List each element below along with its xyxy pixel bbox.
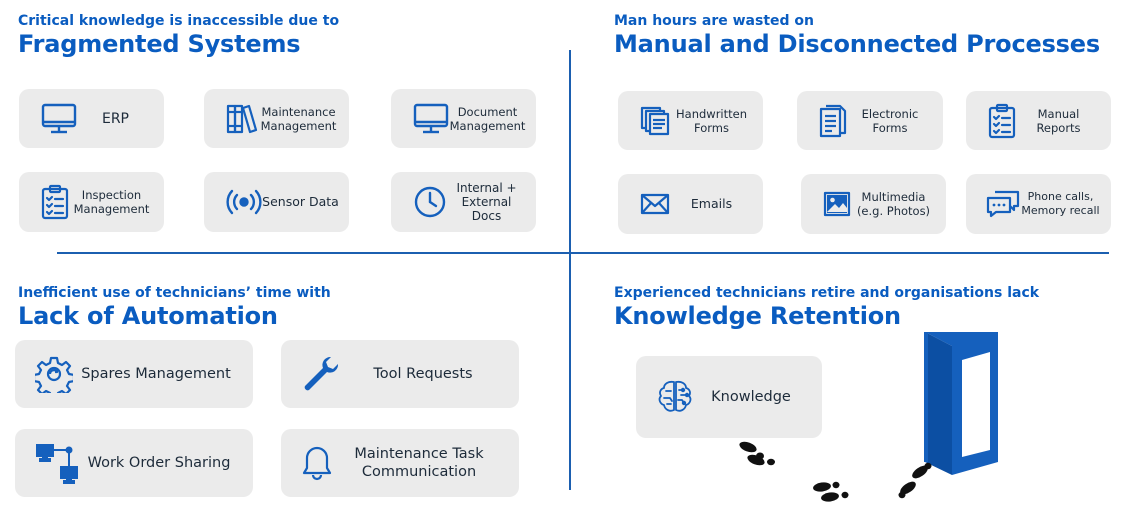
retention-kicker: Experienced technicians retire and organ… [614, 285, 1040, 301]
card-inspection-management-label: Inspection Management [73, 188, 150, 216]
footprints-icon [739, 441, 775, 466]
clock-icon [413, 185, 447, 219]
card-phone-calls: Phone calls, Memory recall [966, 174, 1111, 234]
card-sensor-data: Sensor Data [204, 172, 349, 232]
footprints-icon [898, 462, 932, 499]
fragmented-kicker: Critical knowledge is inaccessible due t… [18, 13, 340, 29]
card-internal-external-docs-label: Internal + External Docs [456, 181, 517, 223]
card-erp-label: ERP [101, 110, 129, 127]
card-manual-reports-label: Manual Reports [1036, 106, 1081, 135]
footprints-icon [813, 481, 849, 502]
image-icon [823, 191, 851, 217]
card-spares-management: Spares Management [15, 340, 253, 408]
card-sensor-data-label: Sensor Data [262, 194, 339, 209]
stacked-pages-icon [640, 106, 670, 136]
chat-icon [986, 190, 1020, 218]
fragmented-title: Fragmented Systems [18, 30, 301, 58]
card-tool-requests-label: Tool Requests [373, 366, 473, 382]
card-tool-requests: Tool Requests [281, 340, 519, 408]
monitor-icon [413, 103, 449, 135]
card-manual-reports: Manual Reports [966, 91, 1111, 150]
vertical-divider [569, 50, 571, 490]
retention-title: Knowledge Retention [614, 302, 901, 330]
card-maintenance-task-communication-label: Maintenance Task Communication [354, 446, 484, 480]
card-emails: Emails [618, 174, 763, 234]
binders-icon [226, 103, 258, 135]
bell-icon [301, 445, 333, 481]
card-maintenance-task-communication: Maintenance Task Communication [281, 429, 519, 497]
card-work-order-sharing: Work Order Sharing [15, 429, 253, 497]
card-document-management: Document Management [391, 89, 536, 148]
card-inspection-management: Inspection Management [19, 172, 164, 232]
horizontal-divider [57, 252, 1109, 254]
card-internal-external-docs: Internal + External Docs [391, 172, 536, 232]
clipboard-icon [41, 184, 69, 220]
automation-title: Lack of Automation [18, 302, 278, 330]
card-handwritten-forms: Handwritten Forms [618, 91, 763, 150]
signal-icon [226, 188, 262, 216]
card-erp: ERP [19, 89, 164, 148]
card-knowledge: Knowledge [636, 356, 822, 438]
monitor-icon [41, 103, 77, 135]
card-work-order-sharing-label: Work Order Sharing [87, 455, 231, 471]
card-phone-calls-label: Phone calls, Memory recall [1021, 190, 1100, 217]
card-multimedia: Multimedia (e.g. Photos) [801, 174, 946, 234]
clipboard-icon [988, 103, 1016, 139]
envelope-icon [640, 193, 670, 215]
card-electronic-forms-label: Electronic Forms [861, 106, 919, 135]
card-maintenance-management-label: Maintenance Management [260, 104, 337, 133]
card-multimedia-label: Multimedia (e.g. Photos) [856, 190, 931, 218]
manual-kicker: Man hours are wasted on [614, 13, 814, 29]
automation-kicker: Inefficient use of technicians’ time wit… [18, 285, 331, 301]
door-icon [924, 332, 998, 475]
card-electronic-forms: Electronic Forms [797, 91, 943, 150]
card-knowledge-label: Knowledge [711, 389, 791, 405]
manual-title: Manual and Disconnected Processes [614, 30, 1100, 58]
card-document-management-label: Document Management [449, 104, 526, 133]
card-spares-management-label: Spares Management [81, 366, 231, 382]
card-emails-label: Emails [690, 196, 733, 211]
card-maintenance-management: Maintenance Management [204, 89, 349, 148]
network-icon [35, 442, 79, 484]
document-icon [819, 104, 847, 138]
card-handwritten-forms-label: Handwritten Forms [676, 106, 747, 135]
gear-icon [35, 355, 73, 393]
brain-icon [656, 379, 694, 415]
wrench-icon [301, 354, 341, 394]
